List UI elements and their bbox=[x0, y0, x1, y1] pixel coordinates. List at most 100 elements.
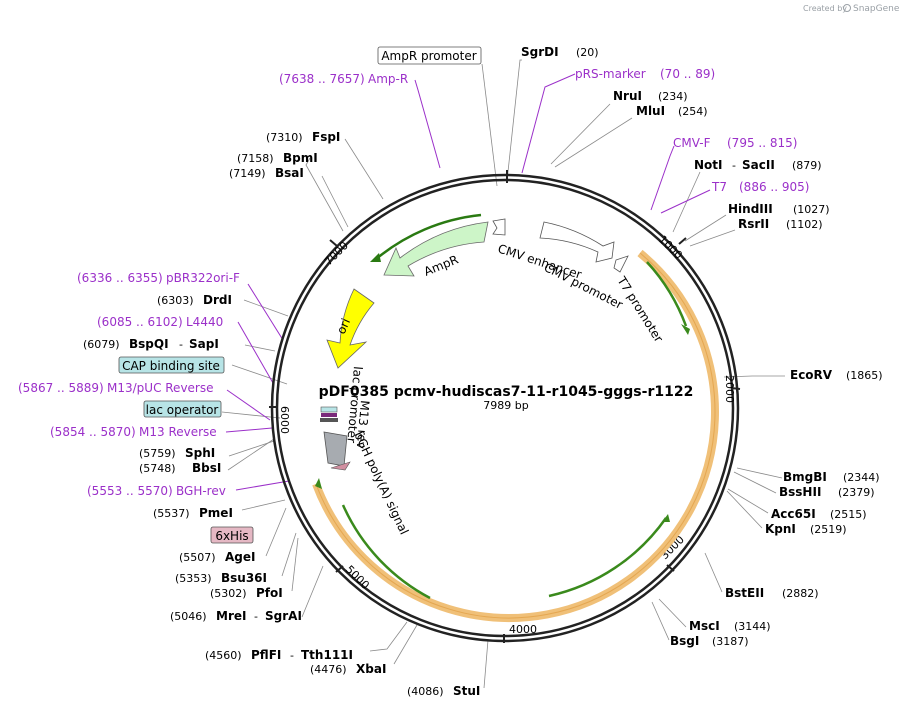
lac-promoter-feature bbox=[320, 418, 338, 422]
t7-promoter-label: T7 promoter bbox=[614, 273, 666, 344]
site-bbsi-name: BbsI bbox=[192, 461, 221, 475]
site-noti-name2: SacII bbox=[742, 158, 775, 172]
site-mlui-name: MluI bbox=[636, 104, 665, 118]
primer-t7-range: (886 .. 905) bbox=[739, 180, 809, 194]
m13-rev-feature bbox=[321, 413, 337, 417]
site-xbai-pos: (4476) bbox=[310, 663, 347, 676]
site-msci-name: MscI bbox=[689, 619, 720, 633]
site-fspi-pos: (7310) bbox=[266, 131, 303, 144]
site-bmgbi-name: BmgBI bbox=[783, 470, 827, 484]
primer-m13puc-name: M13/pUC Reverse bbox=[107, 381, 214, 395]
site-ecorv-pos: (1865) bbox=[846, 369, 883, 382]
created-by-text: Created by bbox=[803, 4, 847, 13]
primer-leaders bbox=[225, 73, 711, 491]
site-pfoi-pos: (5302) bbox=[210, 587, 247, 600]
site-drdi-name: DrdI bbox=[203, 293, 232, 307]
site-bsshii-pos: (2379) bbox=[838, 486, 875, 499]
site-bsteii-name: BstEII bbox=[725, 586, 764, 600]
lac-promoter-label: lac promoter bbox=[344, 366, 365, 444]
ampr-green-arrow-head bbox=[370, 253, 381, 262]
orf-band bbox=[312, 249, 719, 622]
primer-bghrev-name: BGH-rev bbox=[176, 484, 226, 498]
sixhis-box bbox=[210, 526, 254, 544]
site-bspqi-sep: - bbox=[179, 338, 183, 351]
tick-label-6000: 6000 bbox=[278, 406, 291, 434]
site-bsgi-name: BsgI bbox=[670, 634, 699, 648]
primer-l4440-name: L4440 bbox=[186, 315, 223, 329]
site-stui-pos: (4086) bbox=[407, 685, 444, 698]
site-bsshii-name: BssHII bbox=[779, 485, 821, 499]
site-noti-sep: - bbox=[732, 159, 736, 172]
lac-operator-box bbox=[143, 400, 222, 418]
site-agei-name: AgeI bbox=[225, 550, 255, 564]
snapgene-brand: SnapGene bbox=[853, 4, 900, 14]
sixhis-label: 6xHis bbox=[215, 529, 248, 543]
orf-arrow-1 bbox=[646, 261, 688, 327]
ampr-promoter-feature bbox=[492, 218, 506, 236]
cmv-enhancer-feature bbox=[539, 221, 615, 263]
orf-arrow-2-head bbox=[662, 514, 670, 522]
tick-label-2000: 2000 bbox=[723, 375, 736, 403]
site-stui-name: StuI bbox=[453, 684, 480, 698]
orf-arrow-3-head bbox=[315, 478, 322, 489]
site-ecorv-name: EcoRV bbox=[790, 368, 833, 382]
site-agei-pos: (5507) bbox=[179, 551, 216, 564]
primer-m13rev-range: (5854 .. 5870) bbox=[50, 425, 136, 439]
site-bsu36i-pos: (5353) bbox=[175, 572, 212, 585]
site-acc65i-pos: (2515) bbox=[830, 508, 867, 521]
orf-arrow-1-head bbox=[681, 324, 690, 335]
site-mrei-name: MreI bbox=[216, 609, 246, 623]
site-sphi-pos: (5759) bbox=[139, 447, 176, 460]
leader-lines bbox=[221, 59, 785, 689]
site-pflfi-pos: (4560) bbox=[205, 649, 242, 662]
site-bbsi-pos: (5748) bbox=[139, 462, 176, 475]
site-hindiii-name: HindIII bbox=[728, 202, 773, 216]
primer-ampr-range: (7638 .. 7657) bbox=[279, 72, 365, 86]
site-bspqi-name: BspQI bbox=[129, 337, 169, 351]
primer-prs-name: pRS-marker bbox=[575, 67, 646, 81]
primer-pbr-range: (6336 .. 6355) bbox=[77, 271, 163, 285]
site-nrui-name: NruI bbox=[613, 89, 642, 103]
ori-feature bbox=[326, 288, 375, 369]
site-sphi-name: SphI bbox=[185, 446, 215, 460]
bgh-polya-feature bbox=[323, 431, 348, 467]
sixhis-feature bbox=[330, 461, 351, 471]
primer-prs-range: (70 .. 89) bbox=[660, 67, 715, 81]
ampr-feature bbox=[383, 221, 489, 277]
site-kpni-name: KpnI bbox=[765, 522, 796, 536]
plasmid-length: 7989 bp bbox=[483, 399, 528, 412]
site-nrui-pos: (234) bbox=[658, 90, 688, 103]
site-bsu36i-name: Bsu36I bbox=[221, 571, 267, 585]
tick-marks bbox=[269, 170, 741, 643]
plasmid-title: pDF0385 pcmv-hudiscas7-11-r1045-gggs-r11… bbox=[319, 384, 694, 400]
cap-binding-box bbox=[118, 356, 225, 374]
t7-promoter-feature bbox=[613, 255, 629, 273]
site-noti-name: NotI bbox=[694, 158, 723, 172]
site-kpni-pos: (2519) bbox=[810, 523, 847, 536]
site-bmgbi-pos: (2344) bbox=[843, 471, 880, 484]
site-xbai-name: XbaI bbox=[356, 662, 386, 676]
ampr-promoter-box bbox=[377, 46, 482, 65]
site-pflfi-sep: - bbox=[290, 649, 294, 662]
bgh-label: bGH poly(A) signal bbox=[351, 429, 411, 536]
site-sgrdi-pos: (20) bbox=[576, 46, 599, 59]
ampr-promoter-label: AmpR promoter bbox=[381, 49, 476, 63]
site-pfoi-name: PfoI bbox=[256, 586, 283, 600]
primer-t7-name: T7 bbox=[711, 180, 727, 194]
site-noti-pos: (879) bbox=[792, 159, 822, 172]
site-bspqi-name2: SapI bbox=[189, 337, 219, 351]
site-bsgi-pos: (3187) bbox=[712, 635, 749, 648]
site-mrei-name2: SgrAI bbox=[265, 609, 302, 623]
site-pflfi-name: PflFI bbox=[251, 648, 281, 662]
primer-ampr-name: Amp-R bbox=[368, 72, 408, 86]
m13-rev-label: M13 rev bbox=[354, 400, 372, 450]
site-bpmi-name: BpmI bbox=[283, 151, 318, 165]
lac-operator-label: lac operator bbox=[146, 403, 219, 417]
site-mrei-pos: (5046) bbox=[170, 610, 207, 623]
site-bsai-name: BsaI bbox=[275, 166, 304, 180]
ampr-label: AmpR bbox=[422, 252, 460, 278]
tick-label-4000: 4000 bbox=[509, 623, 537, 636]
primer-l4440-range: (6085 .. 6102) bbox=[97, 315, 183, 329]
